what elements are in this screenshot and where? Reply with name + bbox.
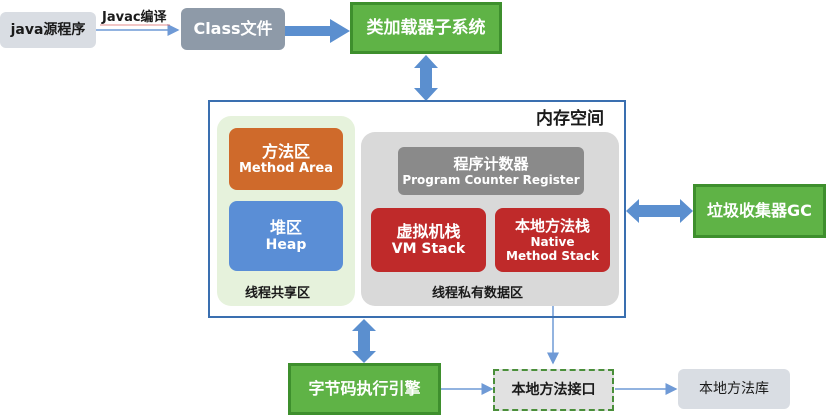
- class-loader-label: 类加载器子系统: [366, 17, 486, 38]
- program-counter-node: 程序计数器 Program Counter Register: [398, 147, 584, 195]
- arrow-loader-memory: [414, 55, 438, 101]
- java-source-label: java源程序: [10, 21, 86, 38]
- method-area-node: 方法区 Method Area: [229, 128, 343, 190]
- native-library-node: 本地方法库: [678, 369, 790, 409]
- arrow-memory-gc: [626, 199, 693, 223]
- heap-en: Heap: [265, 237, 307, 254]
- memory-space-frame: [208, 100, 626, 318]
- arrow-memory-engine: [352, 319, 376, 363]
- gc-node: 垃圾收集器GC: [693, 184, 826, 238]
- gc-label: 垃圾收集器GC: [707, 201, 812, 221]
- java-source-node: java源程序: [0, 12, 96, 48]
- native-interface-label: 本地方法接口: [511, 381, 596, 398]
- execution-engine-node: 字节码执行引擎: [288, 363, 441, 415]
- class-file-label: Class文件: [193, 19, 273, 39]
- program-counter-zh: 程序计数器: [453, 154, 529, 173]
- native-stack-zh: 本地方法栈: [514, 216, 590, 235]
- thread-shared-label: 线程共享区: [245, 286, 311, 301]
- class-file-node: Class文件: [181, 8, 285, 50]
- arrow-class-to-loader: [285, 19, 350, 43]
- native-interface-node: 本地方法接口: [493, 369, 614, 411]
- native-stack-en: Native Method Stack: [506, 234, 599, 263]
- program-counter-en: Program Counter Register: [402, 172, 580, 187]
- memory-space-title: 内存空间: [536, 109, 604, 129]
- thread-private-label: 线程私有数据区: [432, 286, 524, 301]
- heap-zh: 堆区: [269, 218, 302, 237]
- method-area-en: Method Area: [238, 160, 334, 176]
- vm-stack-node: 虚拟机栈 VM Stack: [371, 208, 486, 272]
- native-method-stack-node: 本地方法栈 Native Method Stack: [495, 208, 610, 272]
- execution-engine-label: 字节码执行引擎: [308, 379, 421, 399]
- vm-stack-en: VM Stack: [391, 241, 466, 258]
- native-library-label: 本地方法库: [699, 380, 769, 397]
- method-area-zh: 方法区: [261, 141, 310, 161]
- heap-node: 堆区 Heap: [229, 201, 343, 271]
- javac-label: Javac编译: [102, 10, 167, 25]
- class-loader-node: 类加载器子系统: [350, 2, 502, 54]
- vm-stack-zh: 虚拟机栈: [396, 222, 461, 241]
